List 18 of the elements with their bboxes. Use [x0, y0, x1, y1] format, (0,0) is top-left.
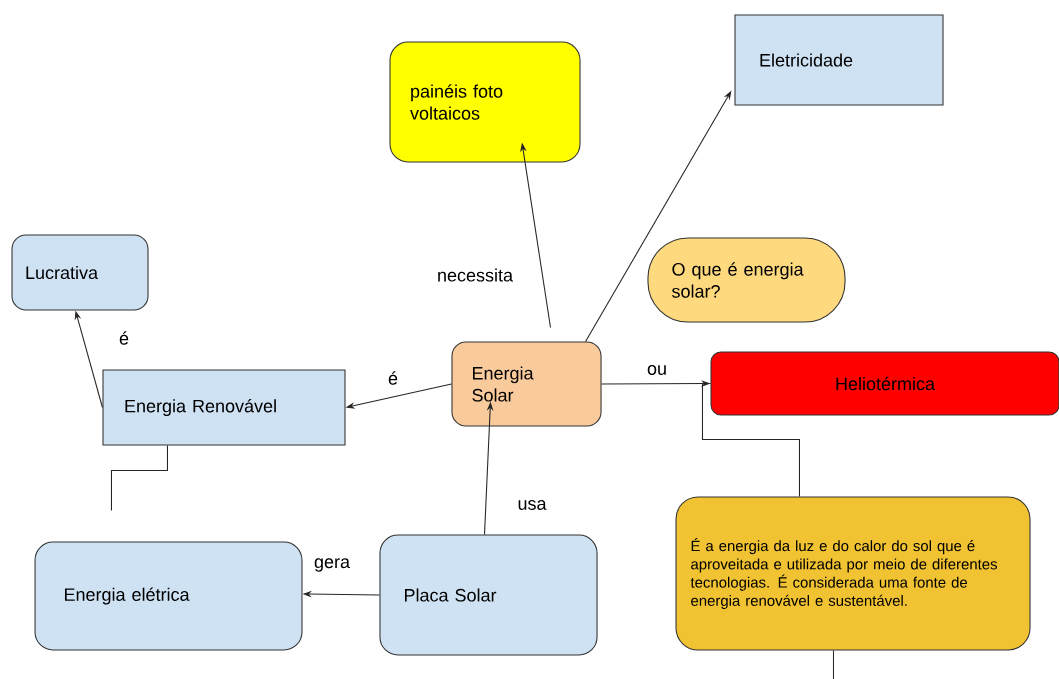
connector-line — [701, 382, 800, 497]
rounded-box: Lucrativa — [11, 234, 149, 311]
connector-line — [110, 444, 168, 512]
edge-label: ou — [645, 363, 669, 377]
rounded-box: Placa Solar — [379, 534, 598, 656]
edge-label: gera — [312, 556, 352, 574]
rounded-box: painéis foto voltaicos — [389, 41, 581, 163]
concept-box: Eletricidade — [734, 14, 944, 106]
rounded-box: Energia elétrica — [34, 541, 303, 651]
note-box: É a energia da luz e do calor do sol que é aproveitada e utilizada por meio de diferentes tecnologias. É considerada uma fonte de energia renovável e sustentável. — [675, 496, 1031, 651]
rounded-box: Energia Solar — [451, 341, 602, 427]
edge-label: necessita — [435, 267, 515, 283]
rounded-box: Heliotérmica — [710, 351, 1059, 416]
edge-label: usa — [516, 498, 548, 512]
concept-box: Energia Renovável — [102, 369, 346, 446]
edge-label: é — [386, 369, 400, 387]
edge-label: é — [117, 329, 131, 347]
connector-line — [832, 650, 834, 679]
